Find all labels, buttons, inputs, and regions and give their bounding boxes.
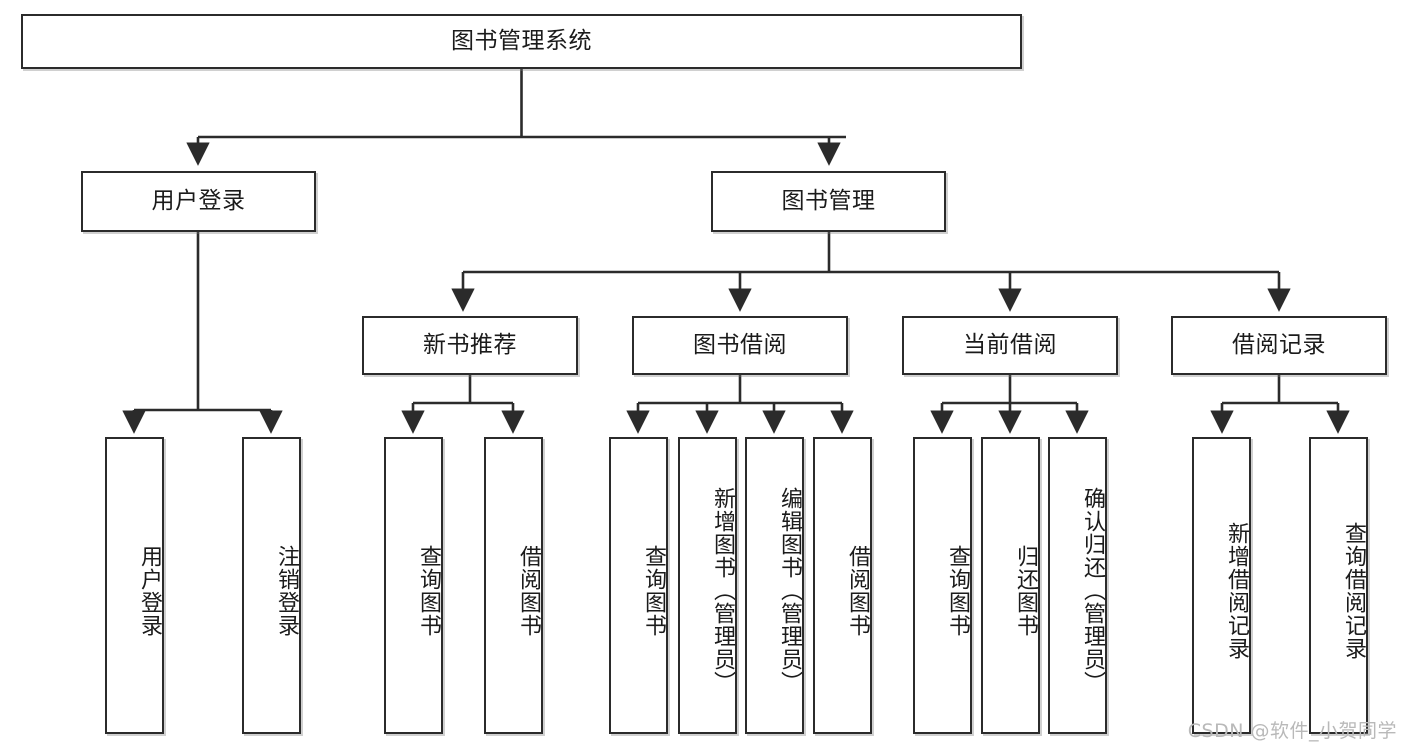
node-label: 当前借阅 bbox=[963, 332, 1057, 359]
leaf-current-borrow-confirm-return-admin[interactable]: 确认归还（管理员） bbox=[1048, 437, 1107, 734]
node-label: 归还图书 bbox=[1013, 544, 1038, 637]
node-label: 查询借阅记录 bbox=[1341, 521, 1366, 660]
leaf-new-books-query-book[interactable]: 查询图书 bbox=[384, 437, 443, 734]
node-label: 用户登录 bbox=[137, 544, 162, 637]
node-label: 编辑图书（管理员） bbox=[777, 487, 802, 694]
node-label: 新书推荐 bbox=[423, 332, 517, 359]
node-label: 图书借阅 bbox=[693, 332, 787, 359]
node-user-login[interactable]: 用户登录 bbox=[81, 171, 316, 232]
leaf-user-login-login[interactable]: 用户登录 bbox=[105, 437, 164, 734]
node-label: 借阅记录 bbox=[1232, 332, 1326, 359]
leaf-book-borrow-borrow-book[interactable]: 借阅图书 bbox=[813, 437, 872, 734]
node-label: 查询图书 bbox=[945, 544, 970, 637]
node-label: 用户登录 bbox=[151, 188, 246, 215]
node-label: 注销登录 bbox=[274, 544, 299, 637]
node-book-management[interactable]: 图书管理 bbox=[711, 171, 946, 232]
node-borrow-record[interactable]: 借阅记录 bbox=[1171, 316, 1387, 375]
leaf-borrow-record-query-record[interactable]: 查询借阅记录 bbox=[1309, 437, 1368, 734]
node-label: 新增图书（管理员） bbox=[710, 487, 735, 694]
node-current-borrow[interactable]: 当前借阅 bbox=[902, 316, 1118, 375]
leaf-user-login-logout[interactable]: 注销登录 bbox=[242, 437, 301, 734]
leaf-current-borrow-return-book[interactable]: 归还图书 bbox=[981, 437, 1040, 734]
node-label: 借阅图书 bbox=[845, 544, 870, 637]
node-root-book-management-system[interactable]: 图书管理系统 bbox=[21, 14, 1022, 69]
node-label: 图书管理 bbox=[781, 188, 876, 215]
leaf-current-borrow-query-book[interactable]: 查询图书 bbox=[913, 437, 972, 734]
node-book-borrow[interactable]: 图书借阅 bbox=[632, 316, 848, 375]
leaf-borrow-record-add-record[interactable]: 新增借阅记录 bbox=[1192, 437, 1251, 734]
node-label: 查询图书 bbox=[416, 544, 441, 637]
leaf-book-borrow-add-book-admin[interactable]: 新增图书（管理员） bbox=[678, 437, 737, 734]
node-label: 确认归还（管理员） bbox=[1080, 487, 1105, 694]
csdn-watermark: CSDN @软件_小贺同学 bbox=[1187, 720, 1397, 742]
leaf-book-borrow-query-book[interactable]: 查询图书 bbox=[609, 437, 668, 734]
node-label: 新增借阅记录 bbox=[1224, 521, 1249, 660]
node-new-book-recommend[interactable]: 新书推荐 bbox=[362, 316, 578, 375]
node-label: 图书管理系统 bbox=[451, 28, 592, 55]
node-label: 查询图书 bbox=[641, 544, 666, 637]
node-label: 借阅图书 bbox=[516, 544, 541, 637]
leaf-book-borrow-edit-book-admin[interactable]: 编辑图书（管理员） bbox=[745, 437, 804, 734]
leaf-new-books-borrow-book[interactable]: 借阅图书 bbox=[484, 437, 543, 734]
